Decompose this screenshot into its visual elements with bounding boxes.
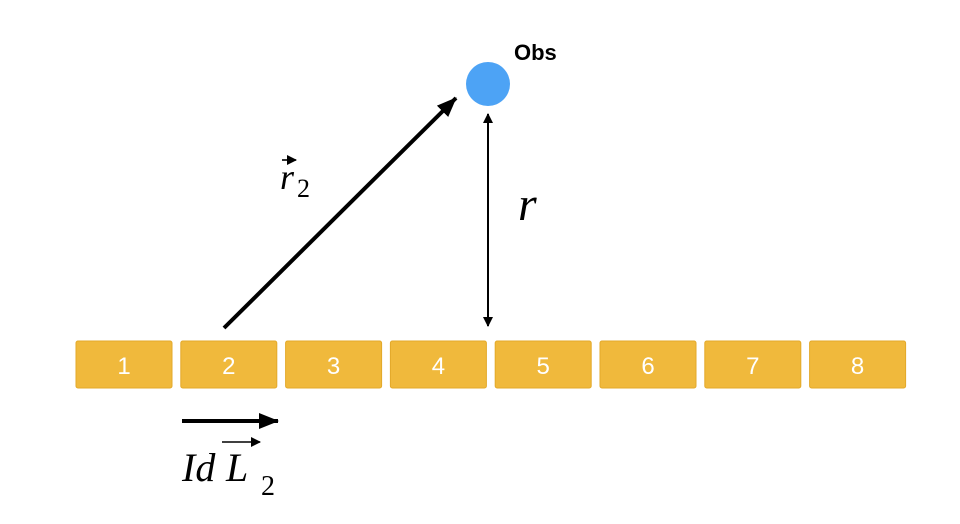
wire-segment-box bbox=[180, 340, 278, 389]
wire-segment-box bbox=[599, 340, 697, 389]
wire-segment-label: 7 bbox=[746, 353, 759, 380]
wire-segment: 1 bbox=[75, 340, 173, 389]
wire-segment-label: 8 bbox=[851, 353, 864, 380]
wire-segment: 4 bbox=[389, 340, 487, 389]
current-element-subscript: 2 bbox=[261, 471, 275, 502]
current-element-vector-symbol: L bbox=[225, 445, 248, 490]
wire-segment-box bbox=[285, 340, 383, 389]
r2-subscript: 2 bbox=[297, 174, 310, 203]
wire-segment-label: 2 bbox=[222, 353, 235, 380]
wire-segment: 8 bbox=[809, 340, 907, 389]
r2-symbol: r bbox=[280, 157, 295, 197]
wire-segment-label: 4 bbox=[432, 353, 445, 380]
observer-label: Obs bbox=[514, 40, 557, 65]
r2-vector-arrow bbox=[222, 96, 458, 330]
wire-segment-box bbox=[75, 340, 173, 389]
current-element-label: Id L 2 bbox=[181, 437, 275, 502]
wire-segment-box bbox=[704, 340, 802, 389]
wire-segment: 5 bbox=[494, 340, 592, 389]
wire-segment: 7 bbox=[704, 340, 802, 389]
observer-point bbox=[466, 62, 510, 106]
distance-label: r bbox=[518, 178, 537, 231]
wire-segment: 3 bbox=[285, 340, 383, 389]
wire-segment: 6 bbox=[599, 340, 697, 389]
wire-segment-label: 5 bbox=[537, 353, 550, 380]
wire-segment-box bbox=[494, 340, 592, 389]
r2-vector-label: r 2 bbox=[280, 155, 310, 203]
wire-segment-label: 1 bbox=[117, 353, 130, 380]
current-element-symbol: Id bbox=[181, 445, 216, 490]
wire-segment-box bbox=[389, 340, 487, 389]
wire-segment-label: 6 bbox=[641, 353, 654, 380]
wire-segment-label: 3 bbox=[327, 353, 340, 380]
wire-segment: 2 bbox=[180, 340, 278, 389]
wire-segments: 1 2 3 4 5 6 7 8 bbox=[75, 340, 907, 389]
wire-segment-box bbox=[809, 340, 907, 389]
